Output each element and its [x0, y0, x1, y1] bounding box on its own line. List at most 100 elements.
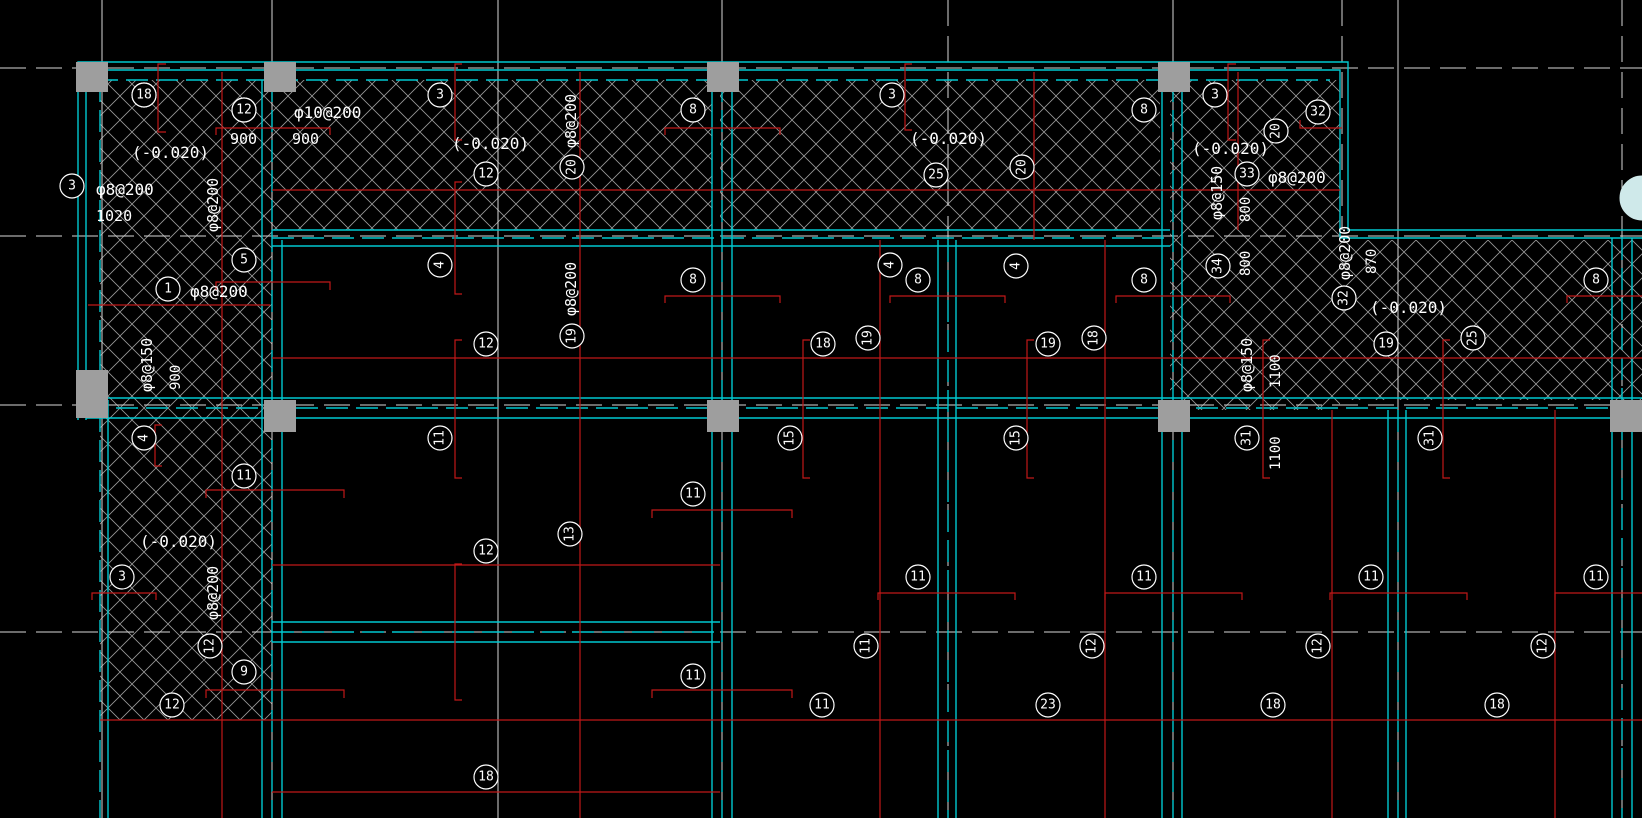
rebar-tag: 18 [131, 82, 157, 108]
rebar-tag-label: 19 [861, 330, 876, 346]
rebar-tag-circle [559, 323, 585, 349]
rebar-spec: φ10@200 [294, 103, 361, 122]
column [1158, 62, 1190, 92]
rebar-tag-label: 23 [1040, 698, 1056, 713]
rebar-spec: φ8@200 [204, 566, 222, 620]
rebar-tag: 8 [905, 267, 931, 293]
rebar-tag: 18 [1484, 692, 1510, 718]
dimension-value: 900 [292, 130, 319, 148]
rebar-tag: 19 [1035, 331, 1061, 357]
rebar-spec: φ8@200 [562, 262, 580, 316]
vertical-annotation-text: φ8@200 φ8@200 φ8@200 φ8@150 φ8@150 φ8@15… [138, 94, 1380, 620]
rebar-tag-circle [1003, 253, 1029, 279]
rebar-tag: 11 [1358, 564, 1384, 590]
rebar-tag: 23 [1035, 692, 1061, 718]
rebar-tag: 11 [1583, 564, 1609, 590]
rebar-tag-label: 12 [1311, 638, 1326, 654]
rebar-tag-circle [1583, 564, 1609, 590]
rebar-tag-label: 11 [685, 669, 701, 684]
rebar-tag-circle [473, 331, 499, 357]
rebar-tag-circle [1417, 425, 1443, 451]
rebar-tag-label: 3 [888, 88, 896, 103]
rebar-tag-circle [1263, 118, 1289, 144]
rebar-tag: 4 [131, 425, 157, 451]
column [707, 400, 739, 432]
column [76, 370, 108, 418]
rebar-tag: 12 [197, 633, 223, 659]
structural-columns [76, 62, 1642, 432]
dimension-value: 1020 [96, 207, 132, 225]
rebar-tag: 11 [1131, 564, 1157, 590]
rebar-tag-circle [231, 659, 257, 685]
rebar-tag-label: 33 [1239, 167, 1255, 182]
rebar-tag-circle [1131, 564, 1157, 590]
rebar-tag-circle [1331, 285, 1357, 311]
rebar-tag-circle [1003, 425, 1029, 451]
rebar-tag: 3 [1202, 82, 1228, 108]
rebar-tag-circle [155, 276, 181, 302]
dimension-value: 800 [1238, 251, 1254, 276]
rebar-tag: 18 [810, 331, 836, 357]
rebar-tag-label: 8 [914, 273, 922, 288]
rebar-tag-circle [1035, 692, 1061, 718]
rebar-tag-circle [1305, 99, 1331, 125]
column [76, 62, 108, 92]
rebar-tag: 15 [777, 425, 803, 451]
rebar-tag-label: 9 [240, 665, 248, 680]
rebar-tag: 25 [1460, 325, 1486, 351]
rebar-tag-label: 12 [478, 337, 494, 352]
rebar-tag-label: 12 [164, 698, 180, 713]
rebar-tag: 8 [680, 267, 706, 293]
rebar-tag-circle [1079, 633, 1105, 659]
elevation-label: (-0.020) [140, 532, 217, 551]
rebar-tag-circle [1583, 267, 1609, 293]
rebar-spec: φ8@150 [138, 338, 156, 392]
rebar-tag-circle [473, 538, 499, 564]
rebar-tag-label: 15 [1009, 430, 1024, 446]
rebar-tag-label: 12 [1085, 638, 1100, 654]
rebar-spec: φ8@150 [1208, 166, 1226, 220]
rebar-tag: 20 [1263, 118, 1289, 144]
rebar-tag: 4 [1003, 253, 1029, 279]
rebar-tag-circle [1305, 633, 1331, 659]
rebar-tags: 3538383322031220252033344518484832812181… [59, 82, 1609, 790]
annotation-text: (-0.020) (-0.020) (-0.020) (-0.020) (-0.… [96, 103, 1447, 551]
rebar-tag-label: 19 [1040, 337, 1056, 352]
rebar-tag-circle [680, 481, 706, 507]
rebar-tag: 12 [1079, 633, 1105, 659]
rebar-tag-circle [680, 267, 706, 293]
rebar-tag: 12 [1530, 633, 1556, 659]
rebar-tag-circle [59, 173, 85, 199]
rebar-tag-circle [905, 564, 931, 590]
rebar-tag-circle [680, 97, 706, 123]
rebar-tag-circle [427, 252, 453, 278]
rebar-tag-label: 12 [478, 544, 494, 559]
rebar-lines [88, 63, 1642, 818]
column [707, 62, 739, 92]
rebar-tag-circle [1009, 154, 1035, 180]
rebar-tag-circle [680, 663, 706, 689]
rebar-tag: 4 [877, 252, 903, 278]
rebar-tag: 32 [1331, 285, 1357, 311]
rebar-tag-circle [1131, 267, 1157, 293]
rebar-tag: 19 [559, 323, 585, 349]
rebar-tag-label: 8 [1140, 273, 1148, 288]
rebar-tag: 8 [680, 97, 706, 123]
rebar-tag-circle [427, 82, 453, 108]
rebar-tag-label: 18 [136, 88, 152, 103]
rebar-tag: 3 [109, 564, 135, 590]
rebar-tag-label: 11 [859, 638, 874, 654]
rebar-tag-circle [197, 633, 223, 659]
rebar-tag-circle [905, 267, 931, 293]
rebar-tag: 20 [559, 154, 585, 180]
rebar-spec: φ8@150 [1238, 338, 1256, 392]
dimension-value: 800 [1238, 197, 1254, 222]
rebar-tag-label: 25 [1466, 330, 1481, 346]
rebar-tag: 1 [155, 276, 181, 302]
rebar-tag-label: 31 [1423, 430, 1438, 446]
rebar-spec: φ8@200 [204, 178, 222, 232]
column [1158, 400, 1190, 432]
rebar-tag-circle [1260, 692, 1286, 718]
dimension-value: 1100 [1268, 354, 1284, 388]
